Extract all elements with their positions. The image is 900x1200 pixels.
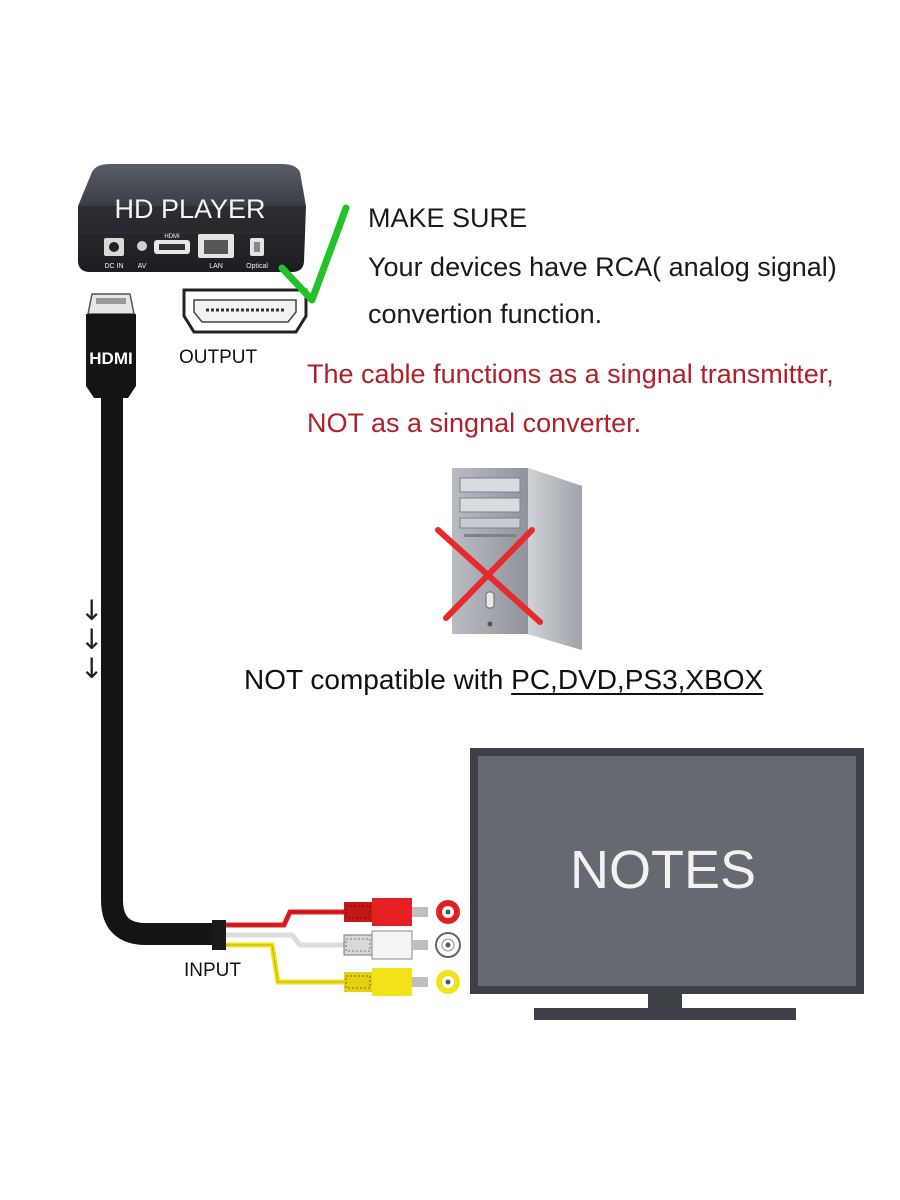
pc-tower-icon <box>452 468 582 650</box>
down-arrow-icon: ↓ <box>80 623 104 656</box>
output-label: OUTPUT <box>179 347 258 368</box>
cross-icon <box>435 527 543 625</box>
rca-plug-yellow <box>344 968 428 996</box>
player-title: HD PLAYER <box>114 194 265 224</box>
down-arrow-icon: ↓ <box>80 594 104 627</box>
incompatible-devices: PC,DVD,PS3,XBOX <box>511 664 764 695</box>
direction-arrows: ↓ ↓ ↓ <box>80 596 103 683</box>
checkmark-icon <box>278 204 350 304</box>
warning-line-2: NOT as a singnal converter. <box>307 408 642 438</box>
rca-jack-icon <box>435 900 461 994</box>
make-sure-line-3: convertion function. <box>368 299 603 329</box>
tv-screen-text: NOTES <box>570 840 756 900</box>
make-sure-heading: MAKE SURE <box>368 203 528 233</box>
input-label: INPUT <box>184 960 241 981</box>
hdmi-output-socket-icon <box>182 288 308 334</box>
tv-icon <box>470 748 864 1020</box>
warning-line-1: The cable functions as a singnal transmi… <box>307 359 834 389</box>
cable-splitter <box>212 920 226 950</box>
make-sure-line-2: Your devices have RCA( analog signal) <box>368 252 837 282</box>
hd-player-box <box>78 164 306 272</box>
incompatible-prefix: NOT compatible with <box>244 664 512 695</box>
hdmi-plug-icon <box>86 293 136 398</box>
hdmi-plug-label: HDMI <box>89 349 132 368</box>
av-port-icon <box>137 241 147 251</box>
down-arrow-icon: ↓ <box>80 652 104 685</box>
port-label-dc-in: DC IN <box>104 263 123 270</box>
port-label-av: AV <box>138 263 147 270</box>
port-label-lan: LAN <box>209 263 223 270</box>
rca-plug-red <box>344 898 428 926</box>
incompatible-note: NOT compatible with PC,DVD,PS3,XBOX <box>244 664 763 696</box>
rca-plug-white <box>343 930 428 960</box>
port-label-optical: Optical <box>246 263 268 270</box>
rca-wires <box>226 909 352 985</box>
hdmi-cable <box>101 387 225 945</box>
port-label-hdmi: HDMI <box>164 234 180 240</box>
